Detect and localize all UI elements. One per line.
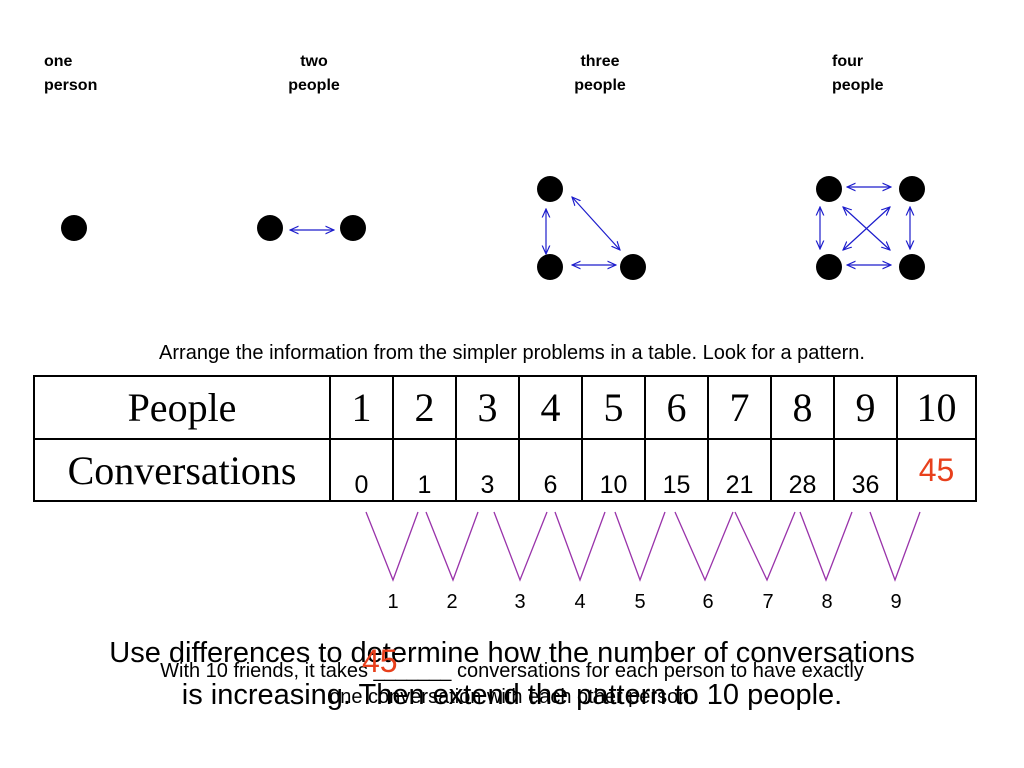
- difference-v: [734, 511, 796, 582]
- people-cell: 1: [329, 375, 394, 440]
- person-node: [816, 176, 842, 202]
- person-node: [899, 254, 925, 280]
- conversations-cell: 15: [644, 438, 709, 502]
- people-cell: 7: [707, 375, 772, 440]
- question-line2: one conversation with each other person.: [329, 686, 695, 708]
- people-cell: 10: [896, 375, 977, 440]
- person-node: [899, 176, 925, 202]
- conversations-cell: 36: [833, 438, 898, 502]
- question-line1: With 10 friends, it takes _______ conver…: [0, 658, 1024, 684]
- difference-value: 3: [514, 591, 526, 613]
- prompt-line2: is increasing. Then extend the pattern t…: [181, 679, 843, 711]
- difference-v: [493, 511, 548, 582]
- difference-v: [425, 511, 479, 582]
- difference-v: [365, 511, 419, 582]
- conversations-cell: 21: [707, 438, 772, 502]
- difference-v: [869, 511, 921, 582]
- conversation-arrow: [843, 207, 890, 250]
- people-cell: 4: [518, 375, 583, 440]
- person-node: [620, 254, 646, 280]
- label-two-people: two people: [276, 50, 352, 98]
- label-line2: people: [288, 77, 340, 94]
- difference-value: 1: [387, 591, 399, 613]
- difference-v: [614, 511, 666, 582]
- person-node: [537, 254, 563, 280]
- label-one-person: one person: [44, 50, 97, 98]
- final-question: With 10 friends, it takes _______ conver…: [0, 658, 1024, 710]
- difference-value: 5: [634, 591, 646, 613]
- conversations-header: Conversations: [33, 438, 331, 502]
- conversations-cell: 10: [581, 438, 646, 502]
- conversation-arrow: [572, 197, 620, 250]
- label-line2: people: [832, 77, 884, 94]
- instruction-text: Arrange the information from the simpler…: [159, 342, 865, 364]
- difference-value: 7: [762, 591, 774, 613]
- difference-lines: [365, 511, 921, 582]
- person-node: [257, 215, 283, 241]
- question-line1-pre: With 10 friends, it takes: [160, 660, 374, 682]
- people-cell: 5: [581, 375, 646, 440]
- prompt-line1: Use differences to determine how the num…: [109, 637, 915, 669]
- difference-v: [799, 511, 853, 582]
- difference-value: 9: [890, 591, 902, 613]
- answer-blank: _______: [373, 660, 452, 682]
- label-line2: person: [44, 77, 98, 94]
- difference-value: 8: [821, 591, 833, 613]
- person-node: [340, 215, 366, 241]
- people-cell: 2: [392, 375, 457, 440]
- difference-value: 6: [702, 591, 714, 613]
- label-line2: people: [574, 77, 626, 94]
- label-line1: one: [44, 53, 73, 70]
- conversations-row: Conversations 0 1 3 6 10 15 21 28 36 45: [33, 438, 977, 502]
- label-line1: three: [580, 53, 620, 70]
- difference-v: [674, 511, 734, 582]
- conversations-cell: 0: [329, 438, 394, 502]
- conversations-cell: 6: [518, 438, 583, 502]
- differences-prompt: Use differences to determine how the num…: [0, 632, 1024, 716]
- label-four-people: four people: [832, 50, 884, 98]
- label-line1: four: [832, 53, 864, 70]
- difference-v: [554, 511, 606, 582]
- person-node: [816, 254, 842, 280]
- difference-value: 2: [446, 591, 458, 613]
- conversations-answer-cell: 45: [896, 438, 977, 502]
- pattern-table: People 1 2 3 4 5 6 7 8 9 10 Conversation…: [33, 375, 977, 502]
- people-row: People 1 2 3 4 5 6 7 8 9 10: [33, 375, 977, 440]
- conversations-cell: 3: [455, 438, 520, 502]
- difference-value: 4: [574, 591, 586, 613]
- conversations-cell: 28: [770, 438, 835, 502]
- people-cell: 8: [770, 375, 835, 440]
- question-line1-post: conversations for each person to have ex…: [451, 660, 864, 682]
- person-node: [537, 176, 563, 202]
- people-header: People: [33, 375, 331, 440]
- people-cell: 6: [644, 375, 709, 440]
- person-node: [61, 215, 87, 241]
- answer-value: 45: [362, 643, 398, 679]
- people-cell: 3: [455, 375, 520, 440]
- conversation-diagrams: [61, 176, 925, 582]
- people-cell: 9: [833, 375, 898, 440]
- label-line1: two: [300, 53, 328, 70]
- conversations-cell: 1: [392, 438, 457, 502]
- label-three-people: three people: [562, 50, 638, 98]
